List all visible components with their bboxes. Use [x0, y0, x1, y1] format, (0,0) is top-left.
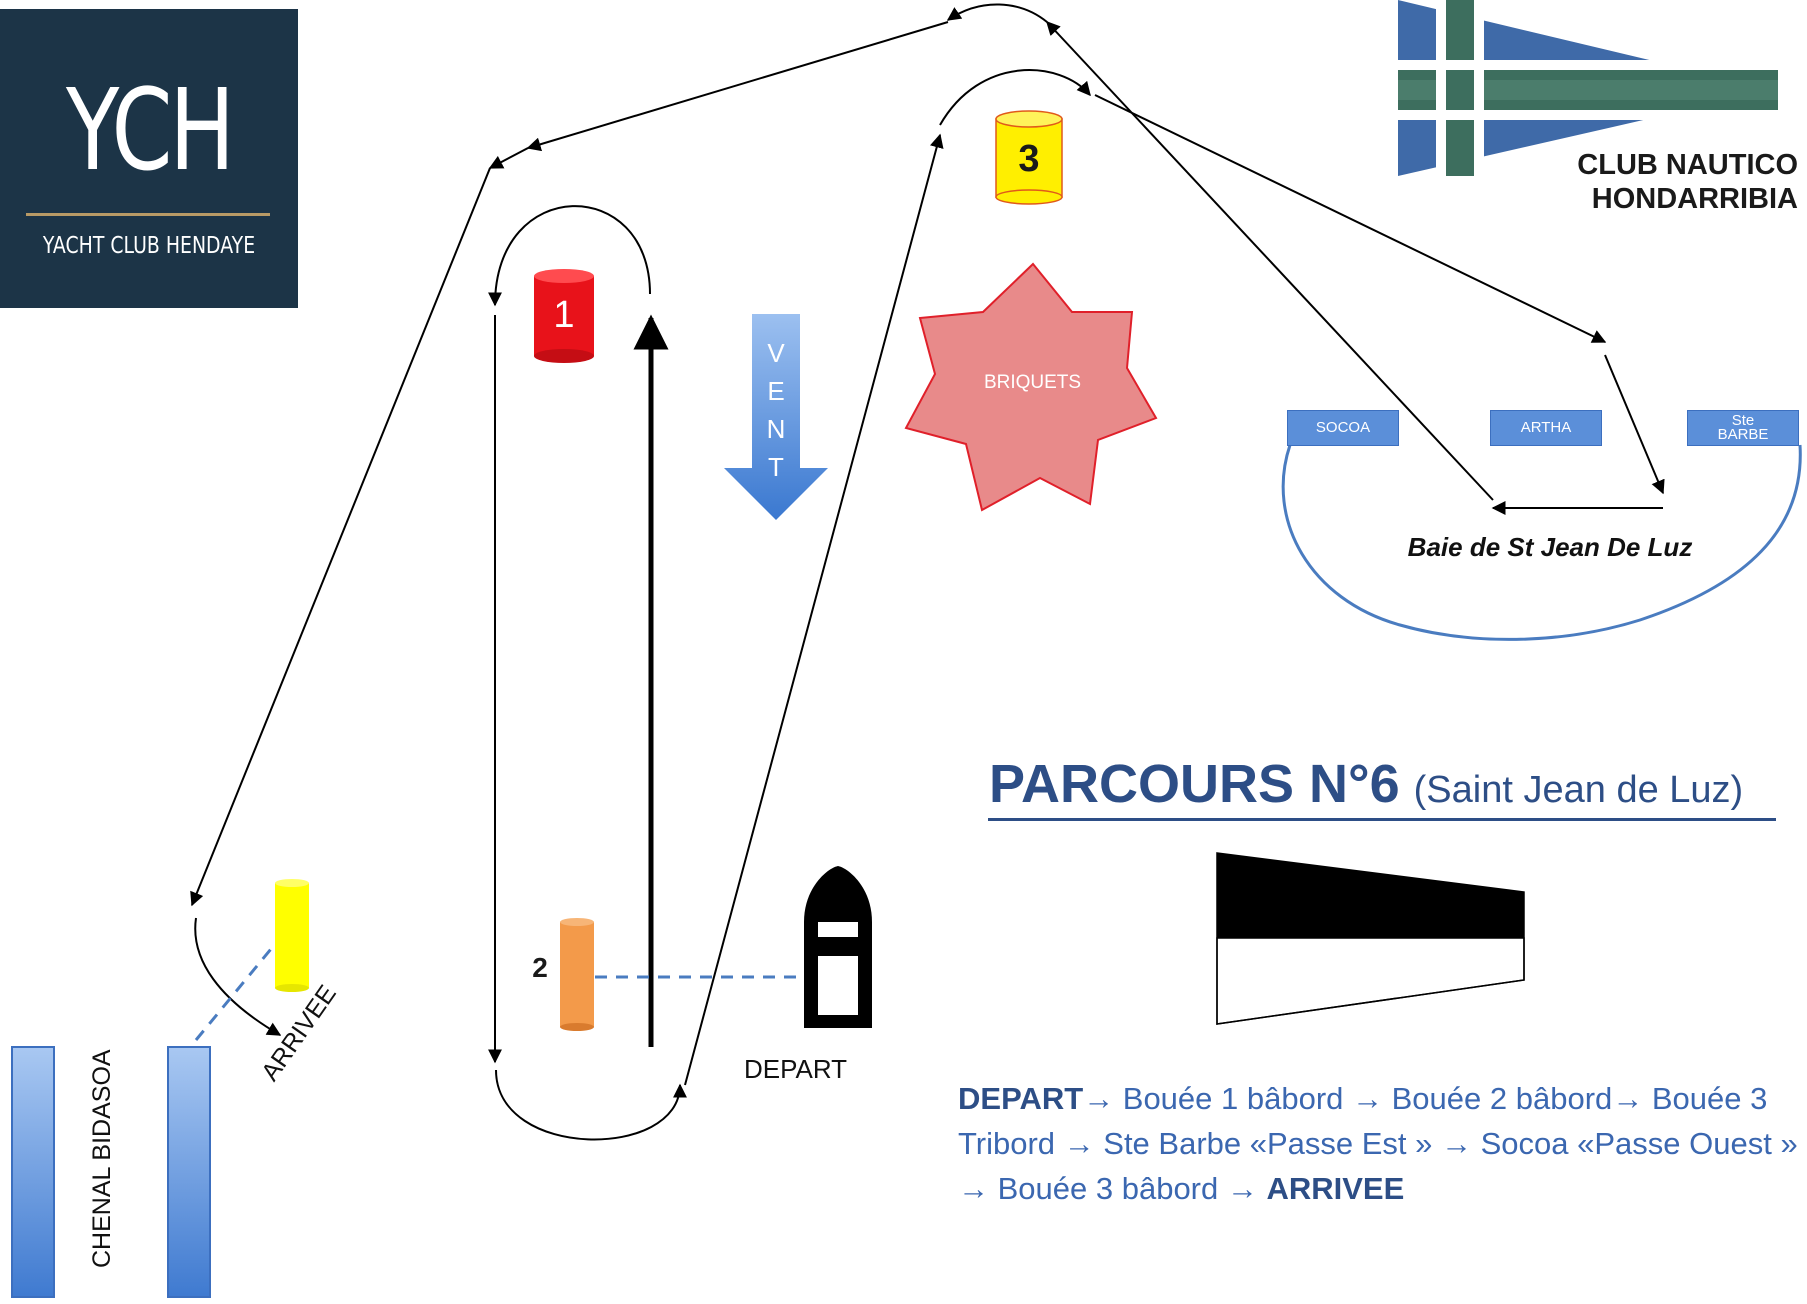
marker-ste-barbe: Ste BARBE: [1687, 410, 1799, 446]
wind-letter-e: E: [767, 376, 785, 406]
buoy-3-label: 3: [1018, 138, 1040, 180]
briquets-hazard-shape: [904, 262, 1158, 512]
club-nautico-burgee: [1398, 0, 1778, 176]
description-route: → Bouée 1 bâbord → Bouée 2 bâbord→ Bouée…: [958, 1081, 1798, 1206]
channel-bar-right: [167, 1046, 211, 1298]
flag-white-half: [1216, 937, 1525, 1025]
club-nautico-line2: HONDARRIBIA: [1591, 183, 1798, 215]
route-to-ste-barbe: [1094, 94, 1607, 343]
club-nautico-line1: CLUB NAUTICO: [1577, 149, 1798, 181]
course-route: [190, 3, 1665, 1141]
route-to-finish: [190, 167, 491, 907]
page-title-main: PARCOURS N°6: [989, 754, 1400, 814]
buoy-1-shape: [534, 269, 594, 363]
finish-line: [194, 937, 282, 1041]
club-nautico-name: CLUB NAUTICO HONDARRIBIA: [1540, 148, 1798, 216]
route-buoy1-rounding: [488, 205, 651, 307]
chenal-label: CHENAL BIDASOA: [88, 1049, 116, 1268]
route-finish-curve: [194, 917, 282, 1036]
bay-outline: [1281, 444, 1802, 641]
depart-label: DEPART: [744, 1054, 848, 1084]
committee-boat-shape: [804, 866, 872, 1028]
marker-artha: ARTHA: [1490, 410, 1602, 446]
flag-black-half: [1217, 853, 1524, 938]
page-title: PARCOURS N°6 (Saint Jean de Luz): [989, 752, 1743, 822]
description-depart: DEPART: [958, 1081, 1084, 1116]
route-buoy3-rounding: [939, 69, 1091, 126]
wind-label: V E N T: [752, 334, 800, 486]
flag-outline: [1216, 852, 1525, 1025]
title-underline: [988, 818, 1776, 821]
wind-letter-n: N: [766, 414, 786, 444]
marker-socoa: SOCOA: [1287, 410, 1399, 446]
finish-buoy-shape: [275, 879, 309, 992]
bay-name: Baie de St Jean De Luz: [1407, 532, 1693, 562]
wind-letter-v: V: [767, 338, 785, 368]
ych-logo-rule: [26, 213, 270, 216]
route-ste-barbe-pass: [1604, 354, 1665, 495]
buoy-1-label: 1: [553, 294, 575, 336]
route-west-leg: [526, 21, 949, 152]
buoy-3-shape: [995, 110, 1063, 205]
wind-letter-t: T: [768, 452, 784, 482]
ych-logo-initials: YCH: [66, 66, 235, 196]
route-socoa-pass: [1046, 20, 1494, 501]
route-corner: [488, 147, 529, 169]
buoy-2-shape: [560, 918, 594, 1031]
description-arrivee: ARRIVEE: [1266, 1171, 1405, 1206]
route-buoy2-rounding: [495, 1069, 687, 1141]
channel-bar-left: [11, 1046, 55, 1298]
course-description: DEPART→ Bouée 1 bâbord → Bouée 2 bâbord→…: [958, 1076, 1807, 1211]
briquets-label: BRIQUETS: [983, 372, 1082, 393]
ych-logo-name: YACHT CLUB HENDAYE: [42, 233, 256, 259]
page-title-sub: (Saint Jean de Luz): [1413, 769, 1744, 811]
wind-arrow-shape: [724, 314, 828, 520]
buoy-2-label: 2: [532, 952, 548, 983]
route-top-rounding: [946, 3, 1048, 23]
ych-logo: YCH YACHT CLUB HENDAYE: [0, 9, 298, 308]
route-to-buoy3: [684, 133, 944, 1086]
